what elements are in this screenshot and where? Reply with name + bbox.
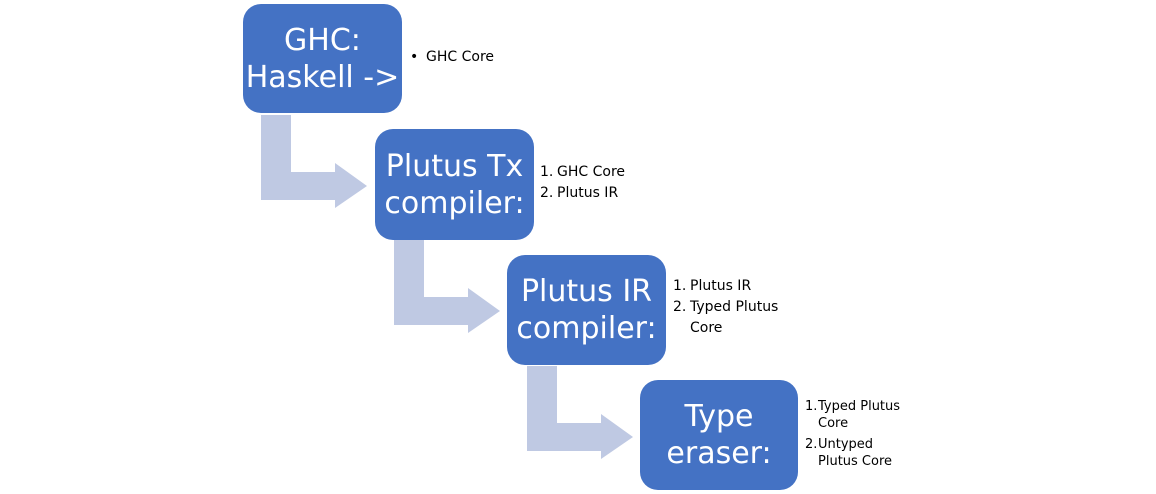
step-box-type-eraser: Type eraser: [640,380,798,490]
step-title-line: compiler: [384,185,525,221]
step-box-plutus-tx-compiler: Plutus Tx compiler: [375,129,534,240]
step-title-line: Plutus IR [520,274,653,309]
flow-arrow-3 [527,366,633,459]
step-title-line: Plutus Tx [385,148,524,184]
step-title-line: Type [684,399,754,434]
step-box-plutus-ir-compiler: Plutus IR compiler: [507,255,666,365]
note-item: 1. Typed Plutus Core [805,399,901,431]
note-item: 2. Typed Plutus Core [673,299,779,336]
note-item: 2. Plutus IR [540,185,619,201]
bullet-marker: • [410,49,419,65]
note-item: 1. GHC Core [540,164,626,180]
flow-arrow-2 [394,240,500,333]
step-title-line: GHC: [284,22,361,58]
step-title-line: eraser: [666,436,772,471]
note-item: 2. Untyped Plutus Core [805,437,893,469]
step-notes-plutus-tx-compiler: 1. GHC Core 2. Plutus IR [540,162,625,204]
step-title-line: Haskell -> [245,59,400,95]
flow-arrow-1 [261,115,367,208]
step-title-line: compiler: [516,311,657,346]
note-item: 1. Plutus IR [673,278,752,294]
step-notes-type-eraser: 1. Typed Plutus Core 2. Untyped Plutus C… [805,398,910,474]
step-box-ghc: GHC: Haskell -> [243,4,402,113]
note-item: • GHC Core [410,47,494,68]
step-notes-ghc: • GHC Core [410,47,494,68]
step-notes-plutus-ir-compiler: 1. Plutus IR 2. Typed Plutus Core [673,276,793,339]
